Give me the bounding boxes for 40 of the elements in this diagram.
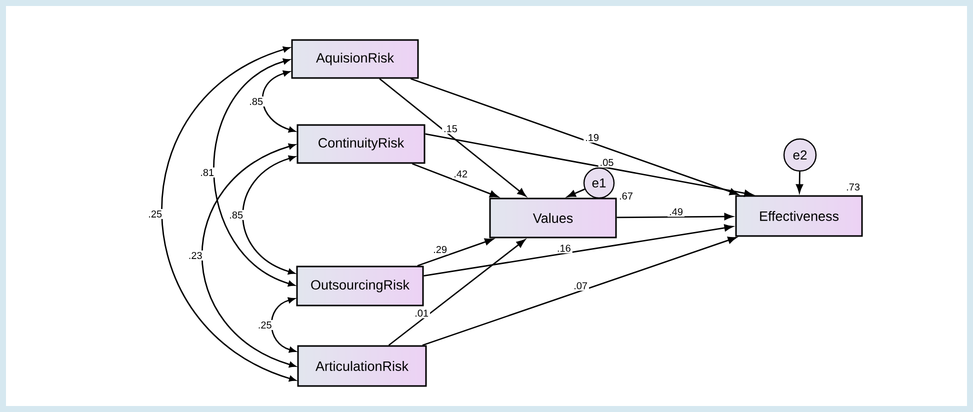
edge-label: .81 xyxy=(198,167,216,178)
path-arrow xyxy=(616,213,733,220)
edge-label: .25 xyxy=(256,320,274,330)
r-squared-label: .67 xyxy=(620,192,632,200)
edge-label: .05 xyxy=(598,157,616,168)
edge-label: .85 xyxy=(248,96,265,107)
edge-label: .42 xyxy=(452,168,470,179)
edge-label: .25 xyxy=(146,208,164,220)
edge-label: .16 xyxy=(555,243,572,254)
path-arrow xyxy=(567,188,585,198)
edge-label: .23 xyxy=(186,250,204,261)
edge-label: .07 xyxy=(572,280,590,291)
variable-box: AquisionRisk xyxy=(291,39,419,79)
path-arrow xyxy=(422,236,737,346)
covariance-arrow xyxy=(262,70,296,132)
path-arrow xyxy=(388,239,526,346)
edge-label: .15 xyxy=(442,124,459,134)
variable-box: Values xyxy=(489,198,617,238)
path-arrow xyxy=(417,238,494,266)
variable-box: OutsourcingRisk xyxy=(296,266,424,306)
path-arrow xyxy=(425,133,754,197)
variable-box: Effectiveness xyxy=(735,195,863,237)
edge-label: .19 xyxy=(584,132,600,143)
path-arrow xyxy=(796,172,804,193)
covariance-arrow xyxy=(161,46,296,382)
edge-label: .85 xyxy=(228,210,245,220)
variable-box: ArticulationRisk xyxy=(297,345,427,387)
path-arrow xyxy=(412,163,498,198)
variable-box: ContinuityRisk xyxy=(296,124,426,164)
path-arrow xyxy=(424,224,734,277)
edge-label: .01 xyxy=(413,308,430,318)
path-arrow xyxy=(379,78,526,197)
edge-label: .49 xyxy=(668,206,684,217)
covariance-arrow xyxy=(201,143,296,368)
edge-label: .29 xyxy=(432,244,449,255)
covariance-arrow xyxy=(242,156,296,274)
covariance-arrow xyxy=(213,58,296,287)
r-squared-label: .73 xyxy=(846,183,860,191)
covariance-arrow xyxy=(270,297,296,353)
path-arrow xyxy=(410,78,738,196)
